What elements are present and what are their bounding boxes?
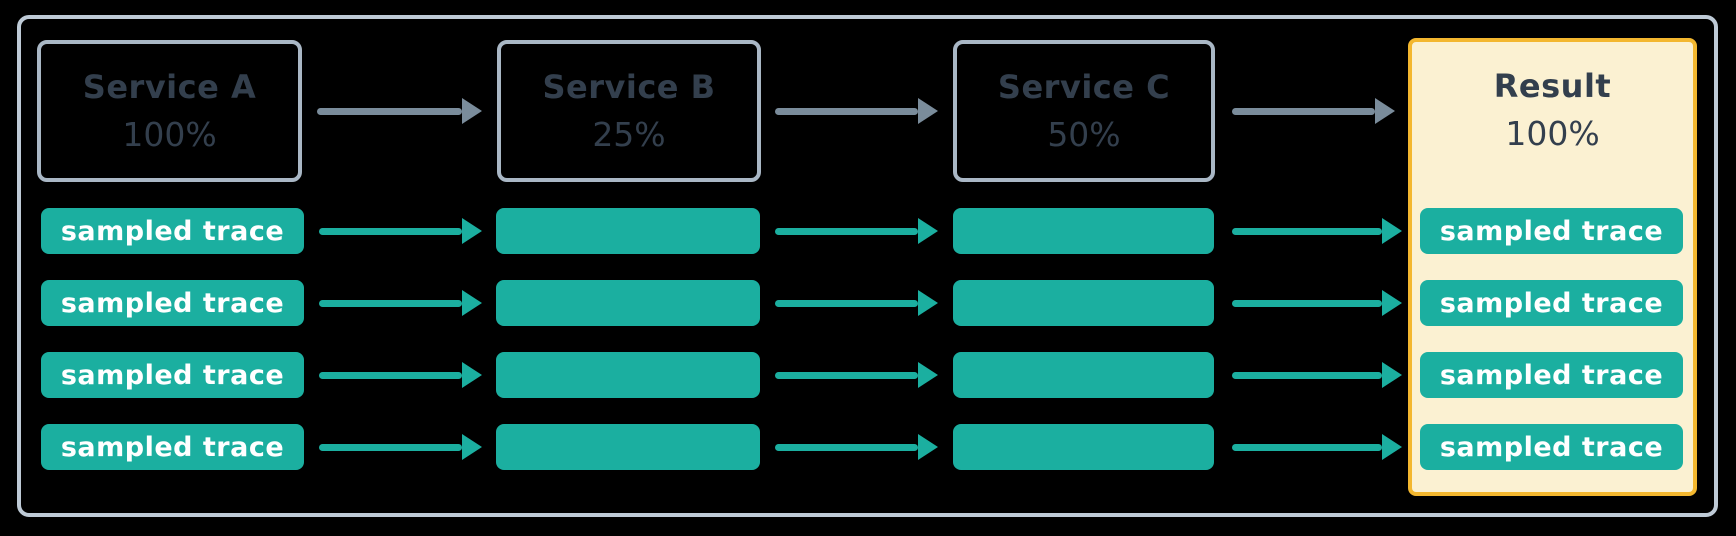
trace-label: sampled trace xyxy=(60,431,285,463)
trace-arrow-icon xyxy=(775,433,938,461)
trace-bar xyxy=(953,208,1214,254)
result-node: Result 100% sampled trace sampled trace … xyxy=(1408,38,1697,496)
arrow-shaft xyxy=(1232,371,1382,379)
arrow-head xyxy=(462,362,482,388)
trace-arrow-icon xyxy=(1232,361,1402,389)
trace-label: sampled trace xyxy=(1439,359,1664,391)
diagram-frame xyxy=(17,15,1718,517)
trace-bar xyxy=(496,280,760,326)
arrow-head xyxy=(1382,434,1402,460)
sampled-trace-bar: sampled trace xyxy=(1420,280,1683,326)
sampled-trace-bar: sampled trace xyxy=(1420,424,1683,470)
trace-arrow-icon xyxy=(319,217,482,245)
arrow-head xyxy=(918,98,938,124)
arrow-shaft xyxy=(1232,107,1375,115)
sampled-trace-bar: sampled trace xyxy=(1420,352,1683,398)
trace-label: sampled trace xyxy=(60,359,285,391)
arrow-shaft xyxy=(319,299,462,307)
trace-label: sampled trace xyxy=(1439,287,1664,319)
service-c-node: Service C 50% xyxy=(953,40,1215,182)
service-b-name: Service B xyxy=(542,68,716,106)
trace-bar xyxy=(496,352,760,398)
arrow-head xyxy=(1382,218,1402,244)
arrow-shaft xyxy=(1232,299,1382,307)
sampled-trace-bar: sampled trace xyxy=(1420,208,1683,254)
arrow-shaft xyxy=(319,443,462,451)
arrow-head xyxy=(1382,290,1402,316)
arrow-head xyxy=(918,290,938,316)
arrow-head xyxy=(462,98,482,124)
trace-arrow-icon xyxy=(319,361,482,389)
arrow-head xyxy=(918,362,938,388)
arrow-head xyxy=(462,290,482,316)
arrow-head xyxy=(1382,362,1402,388)
service-a-rate: 100% xyxy=(122,115,217,154)
trace-arrow-icon xyxy=(775,289,938,317)
service-a-name: Service A xyxy=(82,68,257,106)
result-header: Result 100% xyxy=(1412,42,1693,177)
sampled-trace-bar: sampled trace xyxy=(41,280,304,326)
trace-arrow-icon xyxy=(1232,217,1402,245)
service-b-node: Service B 25% xyxy=(497,40,761,182)
result-name: Result xyxy=(1493,66,1612,105)
trace-arrow-icon xyxy=(319,433,482,461)
trace-bar xyxy=(953,424,1214,470)
sampled-trace-bar: sampled trace xyxy=(41,424,304,470)
flow-arrow-icon xyxy=(1232,97,1395,125)
arrow-shaft xyxy=(775,227,918,235)
trace-bar xyxy=(496,208,760,254)
service-b-rate: 25% xyxy=(592,115,666,154)
trace-label: sampled trace xyxy=(1439,431,1664,463)
trace-bar xyxy=(496,424,760,470)
trace-arrow-icon xyxy=(775,361,938,389)
arrow-shaft xyxy=(317,107,462,115)
trace-bar xyxy=(953,280,1214,326)
trace-arrow-icon xyxy=(775,217,938,245)
flow-arrow-icon xyxy=(317,97,482,125)
arrow-head xyxy=(462,218,482,244)
arrow-head xyxy=(918,434,938,460)
arrow-head xyxy=(918,218,938,244)
trace-label: sampled trace xyxy=(1439,215,1664,247)
trace-label: sampled trace xyxy=(60,215,285,247)
service-c-rate: 50% xyxy=(1047,115,1121,154)
arrow-shaft xyxy=(775,299,918,307)
arrow-shaft xyxy=(1232,443,1382,451)
arrow-shaft xyxy=(319,371,462,379)
arrow-head xyxy=(1375,98,1395,124)
trace-arrow-icon xyxy=(1232,289,1402,317)
arrow-head xyxy=(462,434,482,460)
arrow-shaft xyxy=(1232,227,1382,235)
sampled-trace-bar: sampled trace xyxy=(41,352,304,398)
arrow-shaft xyxy=(775,371,918,379)
trace-arrow-icon xyxy=(1232,433,1402,461)
trace-bar xyxy=(953,352,1214,398)
arrow-shaft xyxy=(775,443,918,451)
arrow-shaft xyxy=(319,227,462,235)
trace-label: sampled trace xyxy=(60,287,285,319)
service-c-name: Service C xyxy=(997,68,1171,106)
arrow-shaft xyxy=(775,107,918,115)
sampled-trace-bar: sampled trace xyxy=(41,208,304,254)
service-a-node: Service A 100% xyxy=(37,40,302,182)
trace-arrow-icon xyxy=(319,289,482,317)
result-rate: 100% xyxy=(1505,113,1600,153)
flow-arrow-icon xyxy=(775,97,938,125)
